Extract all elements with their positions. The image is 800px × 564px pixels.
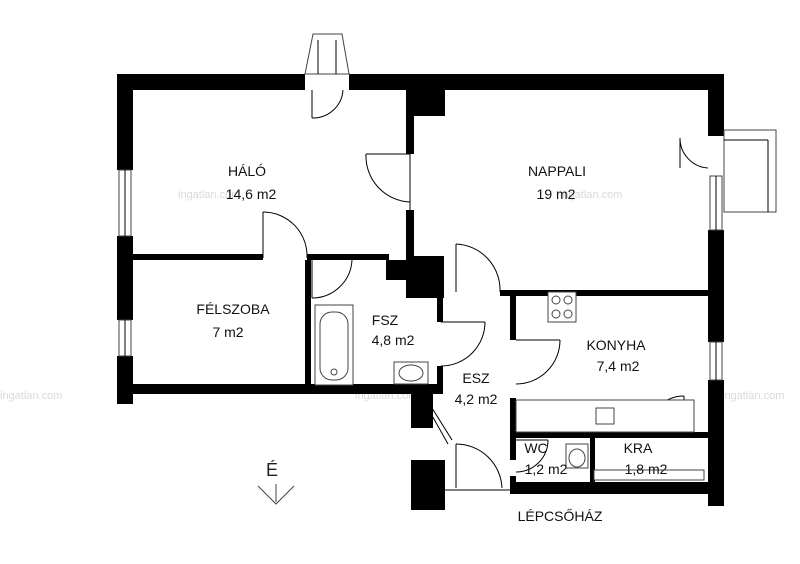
room-fsz-area: 4,8 m2 — [372, 332, 415, 348]
kitchen-sink — [595, 407, 615, 425]
room-nappali-area: 19 m2 — [537, 186, 576, 202]
room-kra-area: 1,8 m2 — [625, 461, 668, 477]
room-konyha-name: KONYHA — [586, 337, 646, 353]
room-wc-area: 1,2 m2 — [525, 461, 568, 477]
room-kra-name: KRA — [624, 440, 653, 456]
room-esz-name: ESZ — [462, 370, 490, 386]
stairwell-label: LÉPCSŐHÁZ — [518, 508, 603, 524]
watermark-text: ingatlan.com — [560, 189, 622, 201]
watermark-text: ingatlan.com — [0, 390, 62, 402]
stove — [547, 291, 577, 323]
room-labels: HÁLÓ 14,6 m2 NAPPALI 19 m2 FÉLSZOBA 7 m2… — [196, 163, 667, 477]
compass-label: É — [266, 460, 278, 480]
room-fsz-name: FSZ — [372, 312, 399, 328]
room-nappali-name: NAPPALI — [528, 163, 586, 179]
walls — [117, 74, 724, 510]
room-felszoba-area: 7 m2 — [212, 324, 243, 340]
room-konyha-area: 7,4 m2 — [597, 358, 640, 374]
arrow-down-icon — [257, 485, 295, 505]
fixtures — [314, 291, 705, 481]
room-halo-name: HÁLÓ — [228, 163, 266, 179]
room-halo-area: 14,6 m2 — [226, 186, 277, 202]
balconies — [304, 33, 777, 213]
room-wc-name: WC — [524, 440, 547, 456]
watermark-text: ingatlan.com — [178, 189, 240, 201]
north-compass: É — [257, 460, 295, 505]
doors — [262, 89, 709, 491]
windows — [118, 169, 723, 381]
room-esz-area: 4,2 m2 — [455, 391, 498, 407]
watermark-text: ingatlan.com — [722, 390, 784, 402]
room-felszoba-name: FÉLSZOBA — [196, 301, 270, 317]
pantry-shelf — [593, 469, 705, 481]
